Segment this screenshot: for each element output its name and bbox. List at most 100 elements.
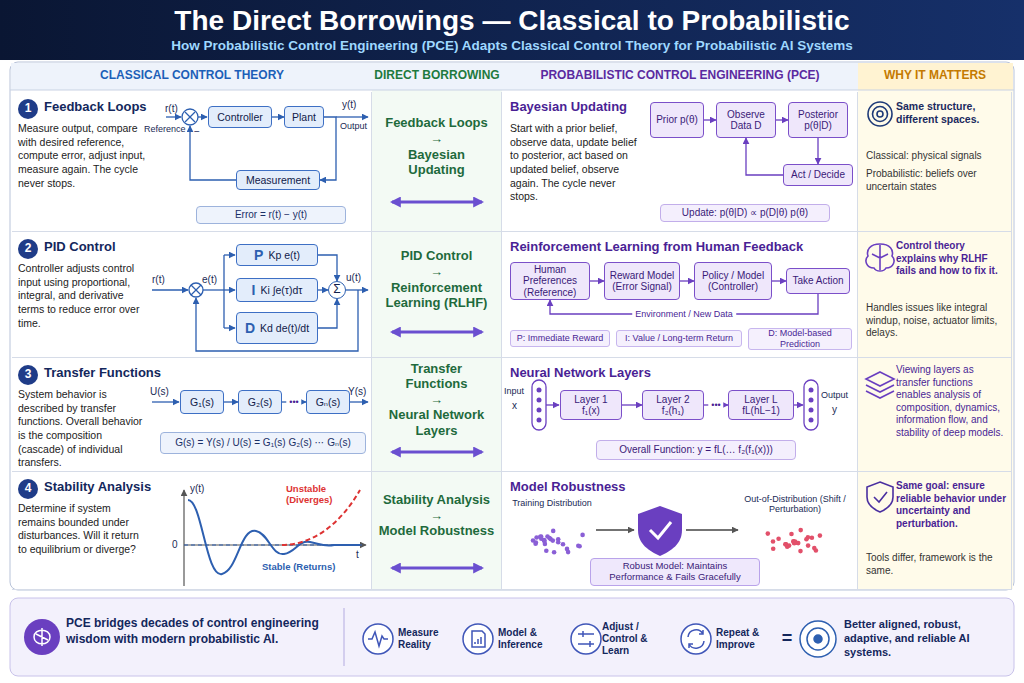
connector — [776, 119, 788, 120]
step-number: 3 — [18, 365, 38, 385]
text-label: u(t) — [346, 272, 370, 284]
borrowing-text: Model Robustness — [379, 523, 495, 539]
section-heading: Feedback Loops — [44, 99, 164, 114]
page-title: The Direct Borrowings — Classical to Pro… — [0, 5, 1024, 37]
text-label: Measurement — [246, 174, 310, 186]
network-io — [809, 388, 814, 393]
flow-icon — [24, 619, 60, 655]
data-point — [789, 532, 794, 537]
flow-icon — [343, 608, 345, 666]
flow-icon — [463, 624, 493, 654]
text-label: 3 — [25, 368, 32, 382]
network-io — [537, 388, 542, 393]
data-point — [551, 529, 556, 534]
connector — [622, 404, 642, 405]
process-box: Observe Data D — [716, 102, 776, 138]
table-cell: Feedback LoopsMeasure output, compare wi… — [12, 92, 372, 232]
text-label: y — [832, 404, 842, 416]
text-label: 4 — [25, 482, 32, 496]
text-label: Ki ∫e(τ)dτ — [260, 284, 302, 296]
text-label: Tools differ, framework is the same. — [866, 552, 1006, 577]
borrowing-text: Reinforcement Learning (RLHF) — [378, 280, 495, 311]
text-label: y(t) — [190, 483, 220, 495]
text-label: G₁(s) — [190, 396, 214, 408]
text-label: f₁(x) — [582, 405, 600, 417]
section-heading: PID Control — [44, 239, 164, 254]
text-label: PCE bridges decades of control engineeri… — [66, 616, 336, 647]
title-band — [0, 0, 1024, 60]
connector — [318, 255, 337, 281]
text-label: Better aligned, robust, adaptive, and re… — [844, 618, 1010, 659]
body-text: Determine if system remains bounded unde… — [18, 502, 146, 557]
data-point — [785, 544, 790, 549]
feedback-wires — [336, 116, 368, 117]
flow-step: Model & Inference — [462, 622, 558, 656]
flow-icon — [571, 624, 601, 654]
table-cell: Stability Analysis→Model Robustness — [372, 472, 502, 590]
text-label: Posterior p(θ|D) — [792, 109, 844, 132]
result-box: Robust Model: Maintains Performance & Fa… — [590, 558, 760, 586]
double-arrow — [392, 451, 482, 454]
why-icon — [877, 111, 883, 117]
text-label: Classical: physical signals — [866, 150, 1006, 163]
borrowing-text: Neural Network Layers — [378, 407, 495, 438]
pid-wires — [152, 289, 188, 290]
table-frame — [858, 63, 1013, 90]
formula-box: Overall Function: y = fL(… f₂(f₁(x))) — [596, 440, 796, 460]
transfer-wires — [152, 401, 179, 402]
flow-icon — [578, 631, 594, 647]
why-icon — [866, 372, 894, 398]
text-label: r(t) — [152, 274, 180, 286]
text-label: Measure Reality — [398, 627, 452, 651]
data-point — [533, 541, 538, 546]
why-icon — [867, 482, 893, 512]
edge-label: Environment / New Data — [632, 309, 736, 320]
borrowing-text: Transfer Functions — [378, 361, 495, 392]
network-io — [537, 398, 542, 403]
process-box: G₁(s) — [180, 390, 224, 414]
text-label: Adjust / Control & Learn — [602, 621, 670, 657]
table-frame — [11, 63, 858, 90]
body-text: System behavior is described by transfer… — [18, 388, 146, 470]
text-label: Model & Inference — [498, 627, 558, 651]
table-cell: PID Control→Reinforcement Learning (RLHF… — [372, 232, 502, 358]
pid-wires — [224, 289, 235, 290]
network-io — [537, 388, 814, 423]
data-point — [818, 533, 823, 538]
text-label: I: Value / Long-term Return — [625, 333, 733, 343]
flow-icon — [688, 630, 704, 648]
text-label: Repeat & Improve — [716, 627, 772, 651]
process-box: Measurement — [236, 170, 320, 190]
text-label: U(s) — [150, 386, 178, 398]
table-frame — [858, 90, 1013, 589]
section-heading: Model Robustness — [510, 479, 810, 494]
note-heading: Control theory explains why RLHF fails a… — [896, 240, 1006, 278]
process-box: Reward Model (Error Signal) — [604, 262, 680, 300]
table-frame — [10, 62, 1014, 590]
feedback-wires — [185, 112, 195, 122]
connector — [817, 138, 818, 164]
robustness-art — [686, 529, 738, 530]
text-label: 0 — [172, 539, 182, 551]
feedback-wires — [190, 126, 236, 180]
table-cell: Bayesian UpdatingStart with a prior beli… — [502, 92, 858, 232]
text-label: P — [254, 247, 263, 263]
text-label: 2 — [25, 242, 32, 256]
connector — [318, 299, 337, 328]
connector — [704, 119, 716, 120]
robustness-art — [596, 529, 634, 530]
table-frame — [10, 598, 1014, 676]
process-box: Plant — [284, 106, 324, 128]
process-box: Human Preferences (Reference) — [510, 262, 590, 300]
section-heading: Transfer Functions — [44, 365, 164, 380]
column-header: DIRECT BORROWING — [372, 69, 502, 83]
data-point — [545, 534, 550, 539]
text-label: e(t) — [202, 274, 226, 286]
data-point — [776, 536, 781, 541]
table-cell: Same goal: ensure reliable behavior unde… — [858, 472, 1012, 590]
pid-wires — [224, 327, 235, 328]
process-box: PKp e(t) — [236, 244, 318, 266]
borrowing-text: → — [430, 264, 443, 280]
process-box: Prior p(θ) — [650, 102, 704, 138]
text-label: Prior p(θ) — [656, 114, 698, 126]
